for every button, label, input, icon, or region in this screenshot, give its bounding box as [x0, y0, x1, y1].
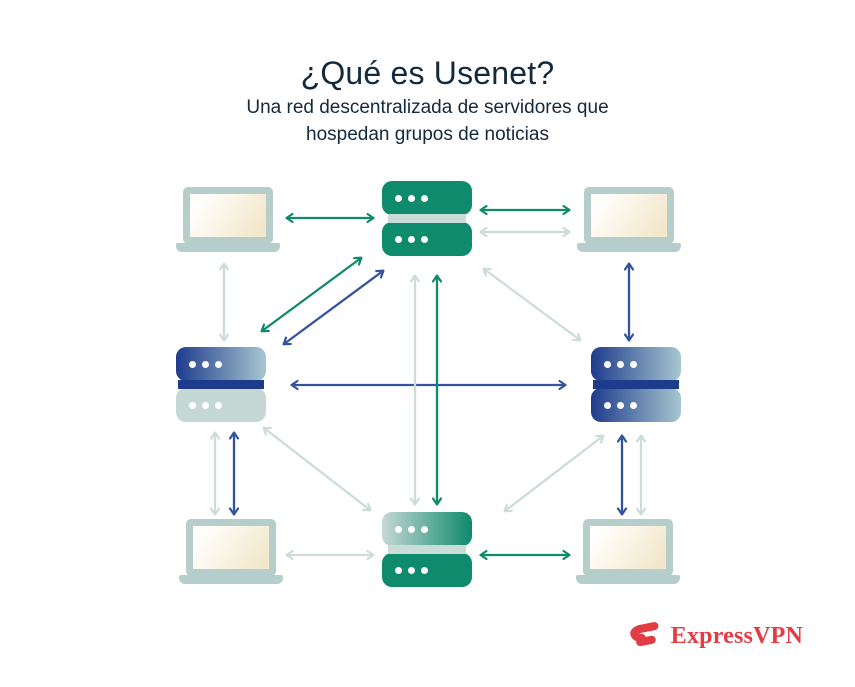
subtitle-line-2: hospedan grupos de noticias [306, 123, 549, 145]
server-led [215, 401, 222, 409]
server-unit [591, 347, 681, 381]
server-top [382, 181, 472, 259]
laptop-bottom-left [179, 519, 283, 585]
server-led [421, 525, 428, 533]
server-led [202, 401, 209, 409]
server-led [408, 525, 415, 533]
server-led [421, 235, 428, 243]
server-led [395, 566, 402, 574]
server-bottom [382, 512, 472, 590]
expressvpn-icon [627, 616, 663, 657]
laptop-base [577, 243, 681, 252]
laptop-top-left [176, 187, 280, 253]
server-unit [591, 388, 681, 422]
laptop-base [176, 243, 280, 252]
laptop-screen [186, 519, 276, 576]
server-led [604, 360, 611, 368]
laptop-screen [584, 187, 674, 244]
server-led [395, 235, 402, 243]
page-title: ¿Qué es Usenet? [300, 55, 555, 92]
brand-name: ExpressVPN [670, 623, 803, 649]
server-led [408, 194, 415, 202]
server-divider [178, 380, 264, 389]
server-led [617, 401, 624, 409]
server-led [189, 360, 196, 368]
server-led [215, 360, 222, 368]
server-divider [388, 214, 466, 223]
server-led [630, 360, 637, 368]
laptop-screen [583, 519, 673, 576]
connection-arrow-server-left-server-top [284, 271, 383, 344]
server-divider [593, 380, 679, 389]
server-led [630, 401, 637, 409]
server-right [591, 347, 681, 425]
server-led [395, 525, 402, 533]
server-led [408, 235, 415, 243]
server-led [421, 194, 428, 202]
server-unit [176, 388, 266, 422]
connection-arrow-server-left-server-bottom [264, 428, 370, 510]
server-unit [382, 181, 472, 215]
server-led [408, 566, 415, 574]
server-led [395, 194, 402, 202]
server-divider [388, 545, 466, 554]
subtitle-line-1: Una red descentralizada de servidores qu… [246, 97, 609, 118]
page-subtitle: Una red descentralizada de servidores qu… [0, 95, 855, 149]
server-led [421, 566, 428, 574]
laptop-top-right [577, 187, 681, 253]
laptop-bottom-right [576, 519, 680, 585]
connection-arrow-server-left-server-top [262, 258, 361, 331]
server-led [604, 401, 611, 409]
connection-arrow-server-right-server-bottom [505, 436, 603, 511]
server-led [617, 360, 624, 368]
server-led [189, 401, 196, 409]
server-unit [382, 553, 472, 587]
brand-logo: ExpressVPN [627, 616, 803, 657]
laptop-base [576, 575, 680, 584]
connection-arrow-server-top-server-right [484, 269, 580, 340]
server-unit [382, 512, 472, 546]
server-unit [176, 347, 266, 381]
laptop-screen [183, 187, 273, 244]
laptop-base [179, 575, 283, 584]
server-unit [382, 222, 472, 256]
server-led [202, 360, 209, 368]
server-left [176, 347, 266, 425]
